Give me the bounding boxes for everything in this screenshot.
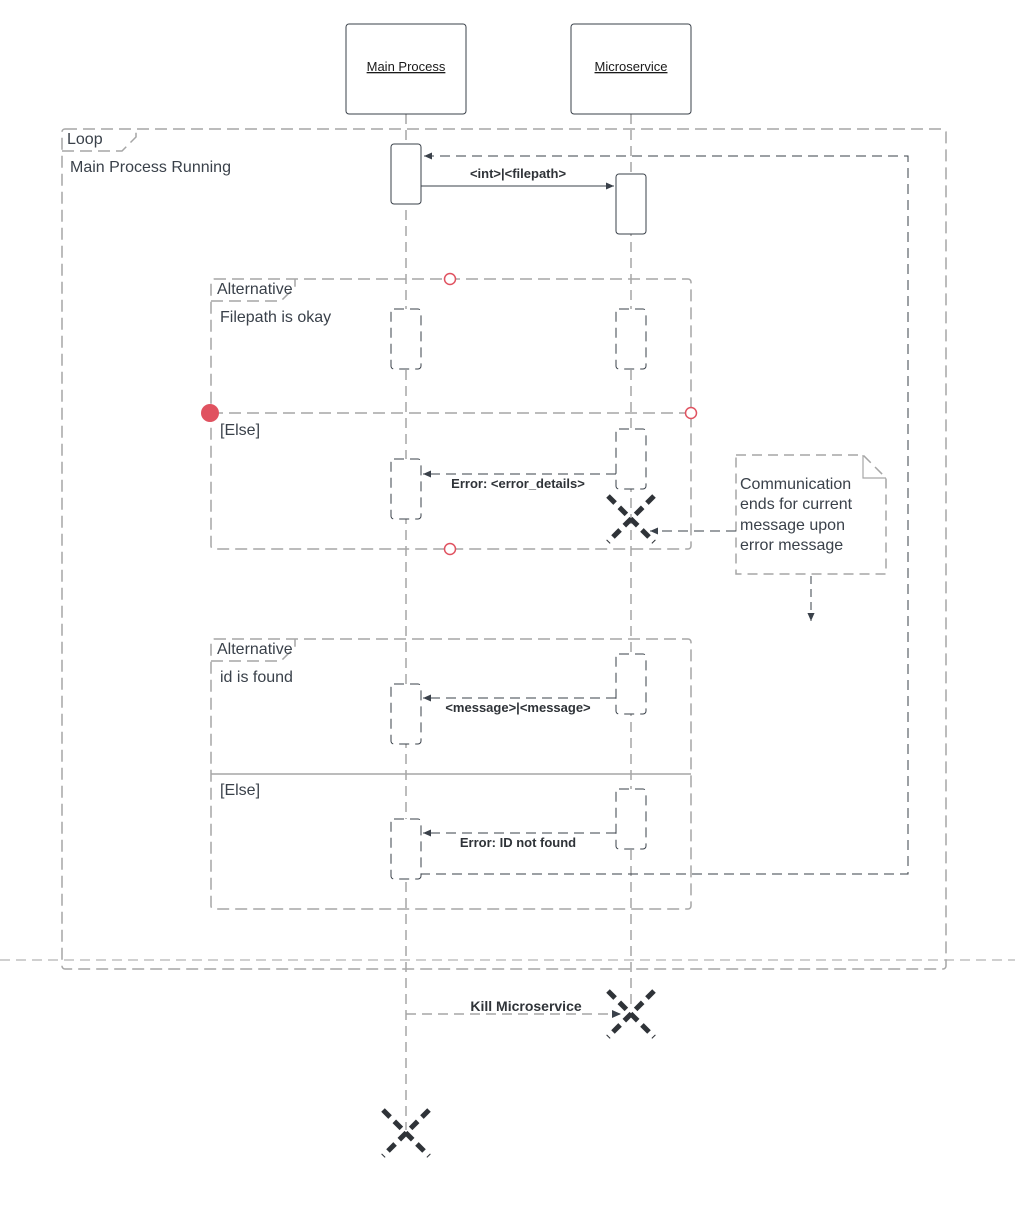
alt-frame-id-tab <box>211 639 296 662</box>
note-line-2: ends for current <box>740 496 853 513</box>
alt-frame-filepath-tab <box>211 279 296 302</box>
alt-frame-id: Alternative id is found [Else] <box>210 638 692 910</box>
main-activation-error <box>390 458 422 520</box>
alt-frame-filepath: Alternative Filepath is okay [Else] <box>201 272 698 556</box>
main-activation-not-found <box>390 818 422 880</box>
participant-microservice[interactable]: Microservice <box>570 23 692 115</box>
message-kill-microservice: Kill Microservice <box>406 998 621 1018</box>
loop-frame-title: Loop <box>67 131 103 148</box>
message-reply: <message>|<message> <box>423 694 616 715</box>
selection-handle-right[interactable] <box>684 406 698 420</box>
message-error-details-label: Error: <error_details> <box>451 476 585 491</box>
note-line-3: message upon <box>740 517 845 534</box>
micro-activation-error <box>615 428 647 490</box>
main-activation-request <box>390 143 422 205</box>
note-line-1: Communication <box>740 476 851 493</box>
alt-frame-id-guard: id is found <box>220 669 293 686</box>
message-error-details: Error: <error_details> <box>423 470 616 491</box>
message-request: <int>|<filepath> <box>421 166 614 190</box>
micro-activation-filepath-ok <box>615 308 647 370</box>
main-activation-filepath-ok <box>390 308 422 370</box>
message-request-label: <int>|<filepath> <box>470 166 567 181</box>
message-reply-label: <message>|<message> <box>445 700 591 715</box>
alt-frame-id-title: Alternative <box>217 641 293 658</box>
alt-frame-filepath-guard: Filepath is okay <box>220 309 331 326</box>
loop-frame-tab <box>62 129 137 152</box>
alt-frame-filepath-else: [Else] <box>220 422 260 439</box>
loop-frame: Loop Main Process Running <box>61 128 947 970</box>
note-communication-ends[interactable]: Communication ends for current message u… <box>735 454 887 575</box>
selection-handle-bottom[interactable] <box>443 542 457 556</box>
loop-frame-guard: Main Process Running <box>70 159 231 176</box>
message-kill-microservice-label: Kill Microservice <box>470 998 581 1014</box>
micro-activation-request <box>615 173 647 235</box>
microservice-destroy-icon <box>606 494 656 544</box>
message-id-not-found-label: Error: ID not found <box>460 835 576 850</box>
alt-frame-id-else: [Else] <box>220 782 260 799</box>
main-process-destroy-icon <box>381 1108 431 1158</box>
loop-return-path <box>420 152 909 875</box>
alt-frame-filepath-title: Alternative <box>217 281 293 298</box>
microservice-kill-destroy-icon <box>606 989 656 1039</box>
participant-main-process-label: Main Process <box>367 59 446 74</box>
note-line-4: error message <box>740 537 843 554</box>
message-id-not-found: Error: ID not found <box>423 829 616 850</box>
micro-activation-message <box>615 653 647 715</box>
micro-activation-not-found <box>615 788 647 850</box>
selection-handle-top[interactable] <box>443 272 457 286</box>
participant-main-process[interactable]: Main Process <box>345 23 467 115</box>
selection-handle-left[interactable] <box>201 404 219 422</box>
participant-microservice-label: Microservice <box>595 59 668 74</box>
main-activation-message <box>390 683 422 745</box>
